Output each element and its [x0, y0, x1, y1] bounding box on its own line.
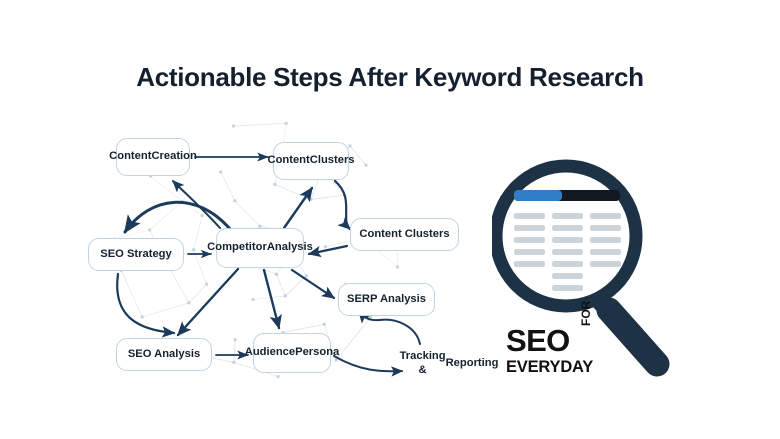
brand-top-row: SEO FOR: [506, 301, 626, 358]
magnifier-lens-ring: [492, 159, 643, 313]
node-label-line: Reporting: [445, 357, 499, 370]
node-label-line: Analysis: [266, 241, 313, 254]
edge-competitor-to-clusters-top: [282, 186, 314, 230]
diagram-arrows: [116, 152, 421, 377]
brand-for-text: FOR: [579, 300, 593, 326]
document-progress-bar: [514, 190, 620, 201]
node-label-line: Tracking &: [399, 350, 446, 376]
node-label-line: Audience: [244, 346, 296, 359]
node-label-line: Creation: [151, 150, 197, 163]
edge-competitor-to-serp: [290, 268, 336, 300]
edge-competitor-to-audience: [262, 268, 282, 330]
document-content: [514, 190, 621, 291]
node-seo-strategy[interactable]: SEO Strategy: [88, 238, 184, 271]
magnifying-glass-document-icon: [492, 159, 670, 377]
brand-logo-area: SEO FOR EVERYDAY: [492, 150, 682, 395]
edge-strategy-to-seo-analysis: [116, 272, 176, 338]
document-text-lines: [514, 213, 621, 291]
edge-tracking-to-serp-seg: [379, 318, 421, 345]
edge-competitor-to-creation: [172, 180, 221, 229]
brand-seo-text: SEO: [506, 323, 570, 358]
node-label-line: Content: [267, 154, 310, 167]
node-label-line: SERP Analysis: [347, 292, 426, 305]
edge-competitor-to-seo-analysis: [176, 267, 240, 337]
brand-wordmark: SEO FOR EVERYDAY: [506, 301, 626, 387]
brand-everyday-text: EVERYDAY: [506, 358, 594, 376]
edge-clusters-top-to-clusters-right: [333, 179, 352, 231]
node-label-line: Competitor: [207, 241, 267, 254]
node-label-line: Clusters: [309, 154, 355, 167]
node-seo-analysis[interactable]: SEO Analysis: [116, 338, 212, 371]
edge-audience-to-tracking: [333, 355, 404, 377]
node-label-line: SEO Strategy: [100, 247, 172, 260]
edge-competitor-to-strategy: [123, 200, 232, 234]
node-label-line: SEO Analysis: [127, 347, 201, 360]
magnifier-handle-icon: [591, 293, 670, 377]
node-tracking-reporting[interactable]: Tracking &Reporting: [400, 346, 499, 382]
node-label-line: Content: [109, 150, 152, 163]
node-label-line: Persona: [295, 346, 340, 359]
node-label-line: Content Clusters: [359, 227, 450, 240]
edge-clusters-right-to-competitor: [307, 244, 349, 258]
node-serp-analysis[interactable]: SERP Analysis: [338, 283, 435, 316]
page-title: Actionable Steps After Keyword Research: [136, 62, 644, 92]
node-content-clusters-right[interactable]: Content Clusters: [350, 218, 459, 251]
